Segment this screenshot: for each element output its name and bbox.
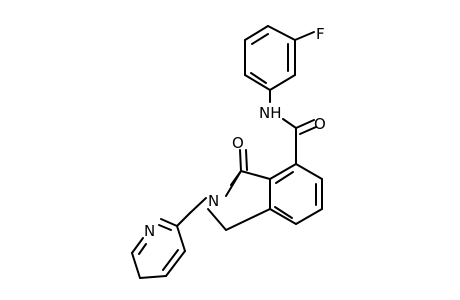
fluorophenyl-ring xyxy=(244,25,296,91)
atom-label-lactam-oxygen: O xyxy=(232,134,244,152)
atom-label-amide-oxygen: O xyxy=(314,115,326,133)
bond-nh-co xyxy=(282,118,297,129)
pyridine-ring xyxy=(131,218,186,279)
bond-n-ch2 xyxy=(189,197,207,214)
amide-carbonyl-double-bond xyxy=(295,119,317,135)
bond-c-f xyxy=(294,31,315,41)
lactam-ring xyxy=(207,170,271,231)
bond-ch2-pyridine xyxy=(176,212,191,227)
lactam-carbonyl-double-bond xyxy=(239,149,248,172)
atom-label-fluorine: F xyxy=(316,25,325,43)
bond-c-n-lactam xyxy=(230,170,242,186)
atom-label-pyridine-nitrogen: N xyxy=(144,222,155,240)
atom-label-lactam-nitrogen: N xyxy=(208,192,219,210)
atom-label-amide-nitrogen: NH xyxy=(259,104,282,122)
benzo-ring xyxy=(269,163,323,225)
